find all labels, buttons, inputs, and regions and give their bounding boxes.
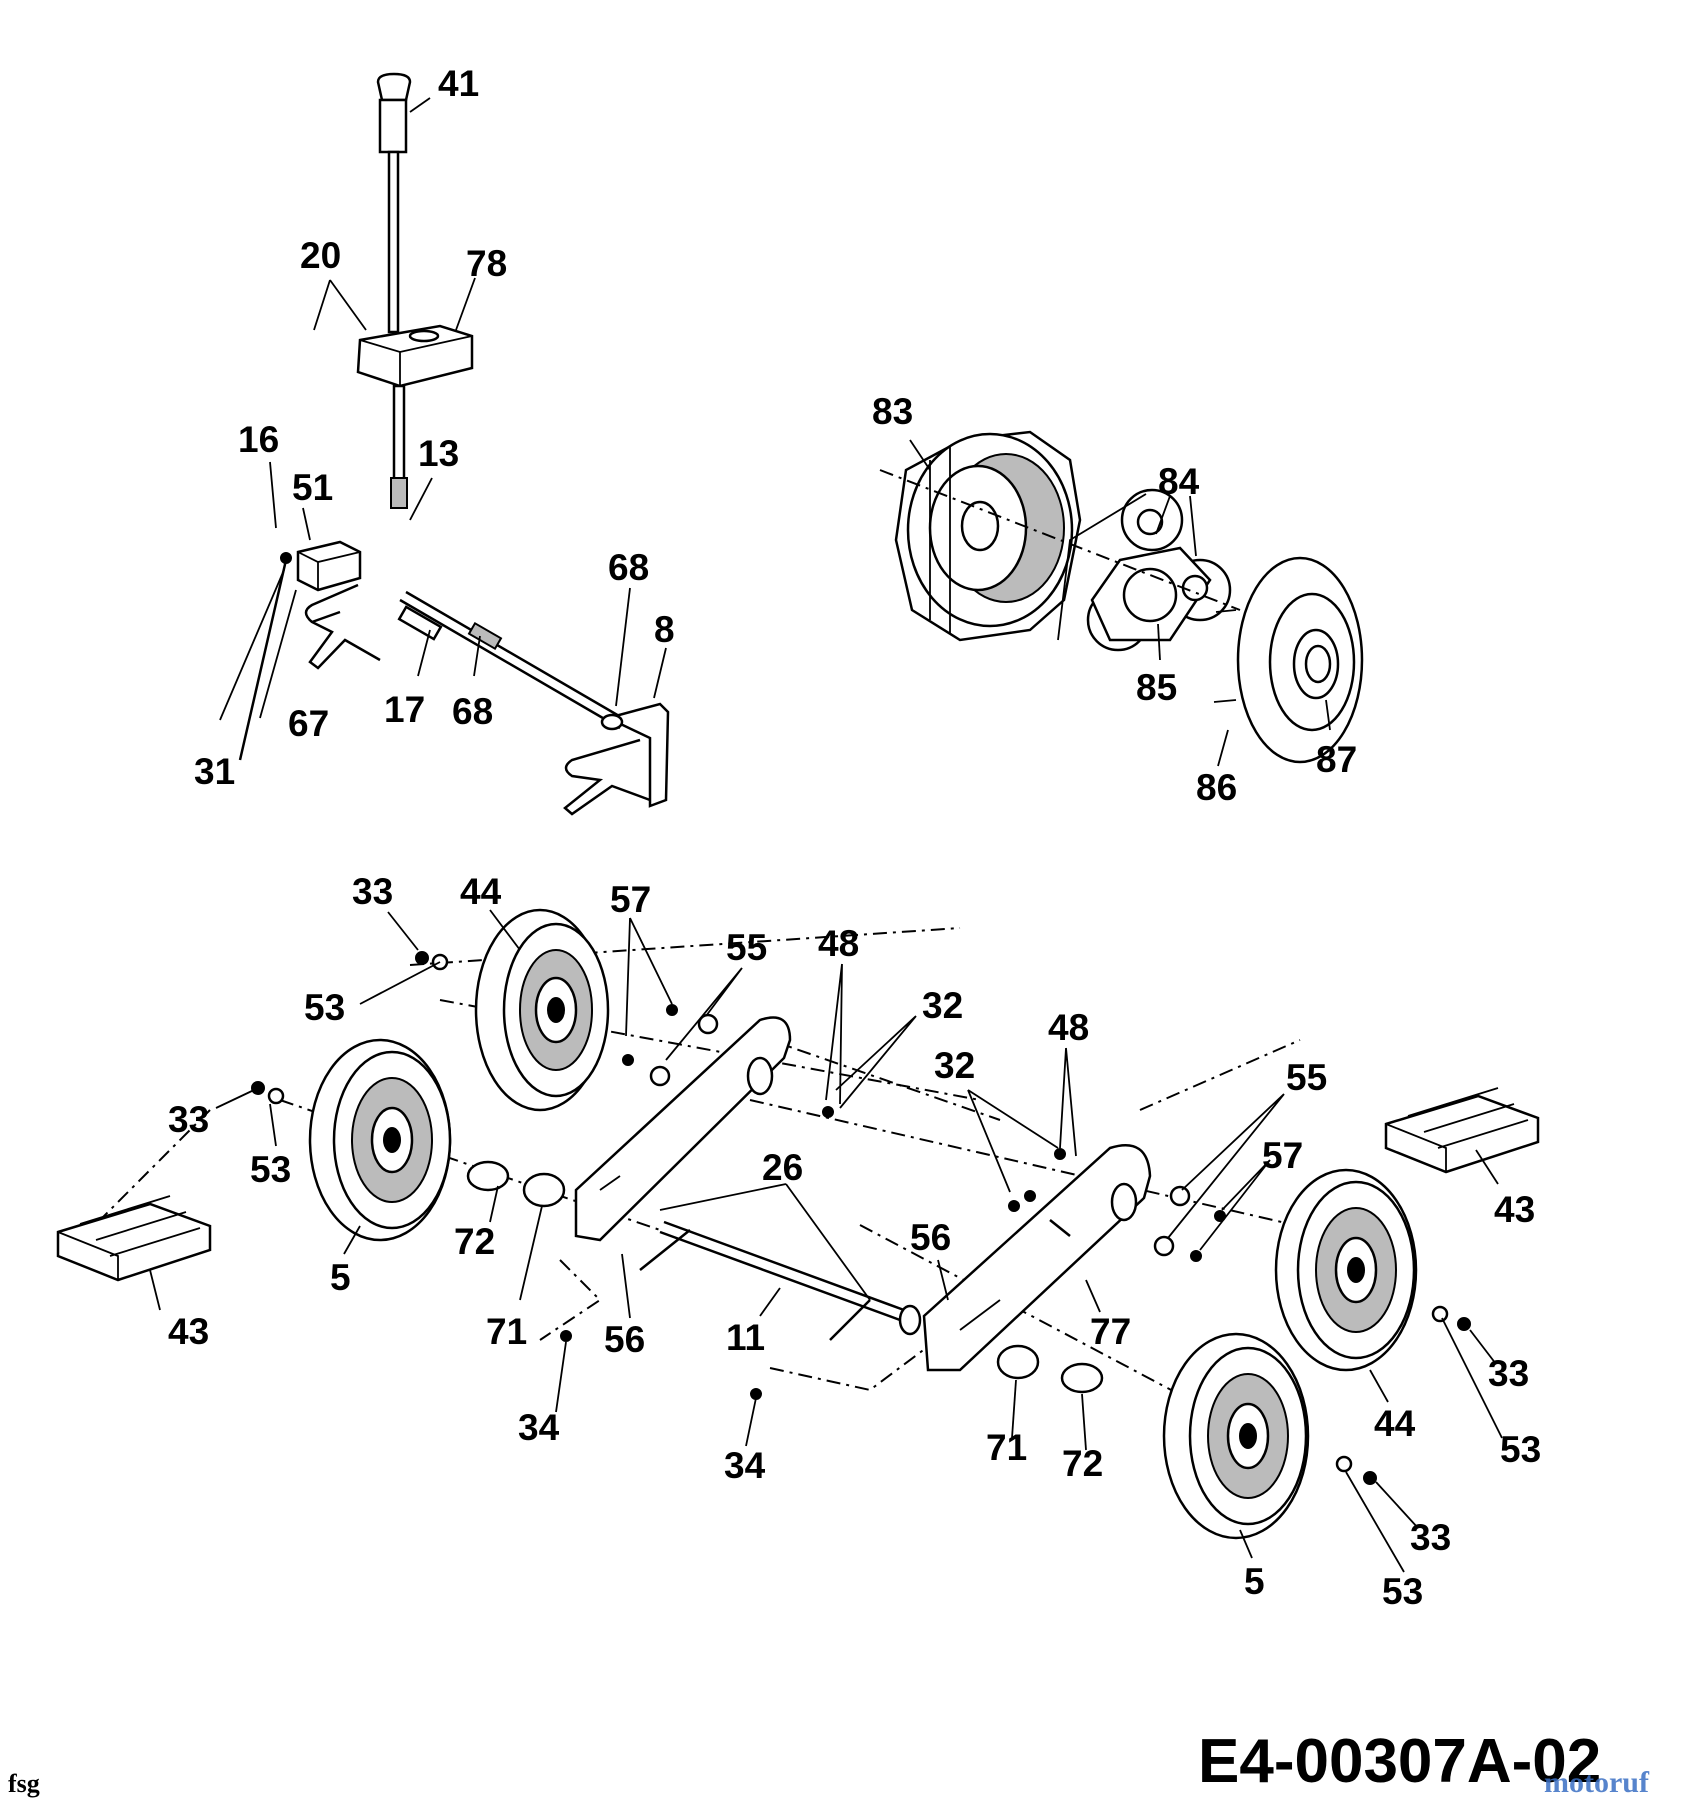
callout-53-a: 53	[304, 987, 345, 1028]
footer-initials: fsg	[8, 1769, 40, 1798]
callout-87: 87	[1316, 739, 1357, 780]
callout-32-a: 32	[922, 985, 963, 1026]
callout-33-b: 33	[168, 1099, 209, 1140]
callout-44-a: 44	[460, 871, 502, 912]
leader-lines-hub	[909, 439, 1331, 767]
spacers-right	[996, 1344, 1104, 1394]
callout-43-b: 43	[1494, 1189, 1535, 1230]
track-pad-43-right	[1384, 1087, 1540, 1174]
callout-33-d: 33	[1410, 1517, 1451, 1558]
drive-wheel-44-left	[474, 908, 610, 1112]
callout-53-d: 53	[1382, 1571, 1423, 1612]
callout-44-b: 44	[1374, 1403, 1416, 1444]
callout-72-a: 72	[454, 1221, 495, 1262]
side-plate-left	[574, 1016, 792, 1242]
side-plate-right	[922, 1143, 1152, 1372]
callout-51: 51	[292, 467, 333, 508]
callout-71-b: 71	[986, 1427, 1027, 1468]
callout-5-a: 5	[330, 1257, 351, 1298]
callout-26: 26	[762, 1147, 803, 1188]
callout-86: 86	[1196, 767, 1237, 808]
watermark-text: motoruf	[1544, 1766, 1650, 1799]
fasteners	[251, 951, 1471, 1485]
callout-20: 20	[300, 235, 341, 276]
drive-wheel-44-right	[1274, 1168, 1418, 1372]
callout-48-a: 48	[818, 923, 859, 964]
callout-78: 78	[466, 243, 507, 284]
callout-67: 67	[288, 703, 329, 744]
callout-71-a: 71	[486, 1311, 527, 1352]
callout-33-c: 33	[1488, 1353, 1529, 1394]
shift-lever-assembly	[238, 72, 670, 816]
callout-85: 85	[1136, 667, 1177, 708]
callout-55-a: 55	[726, 927, 767, 968]
hub-assembly	[879, 430, 1364, 764]
track-pad-43-left	[56, 1195, 212, 1282]
callout-68-upper: 68	[608, 547, 649, 588]
callout-77: 77	[1090, 1311, 1131, 1352]
callout-5-b: 5	[1244, 1561, 1265, 1602]
callout-32-b: 32	[934, 1045, 975, 1086]
callout-56-a: 56	[604, 1319, 645, 1360]
callout-17: 17	[384, 689, 425, 730]
callout-16: 16	[238, 419, 279, 460]
callout-labels: 41 20 78 16 51 13 68 8 31 67 17 68 83 84…	[168, 63, 1541, 1612]
callout-31: 31	[194, 751, 235, 792]
callout-34-a: 34	[518, 1407, 560, 1448]
callout-53-c: 53	[1500, 1429, 1541, 1470]
callout-34-b: 34	[724, 1445, 766, 1486]
callout-48-b: 48	[1048, 1007, 1089, 1048]
callout-57-b: 57	[1262, 1135, 1303, 1176]
drive-wheel-5-right	[1162, 1332, 1310, 1540]
callout-41: 41	[438, 63, 479, 104]
diagram-code: E4-00307A-02	[1198, 1727, 1601, 1796]
callout-57-a: 57	[610, 879, 651, 920]
callout-83: 83	[872, 391, 913, 432]
callout-43-a: 43	[168, 1311, 209, 1352]
spacers-left	[466, 1160, 572, 1342]
axle-11	[639, 1220, 922, 1341]
leader-lines-track	[149, 909, 1503, 1573]
watermark-logo: motoruf	[1544, 1766, 1650, 1799]
callout-33-a: 33	[352, 871, 393, 912]
callout-55-b: 55	[1286, 1057, 1327, 1098]
callout-56-b: 56	[910, 1217, 951, 1258]
callout-68-lower: 68	[452, 691, 493, 732]
callout-72-b: 72	[1062, 1443, 1103, 1484]
callout-11: 11	[726, 1317, 765, 1358]
callout-53-b: 53	[250, 1149, 291, 1190]
callout-84: 84	[1158, 461, 1200, 502]
callout-13: 13	[418, 433, 459, 474]
callout-8: 8	[654, 609, 675, 650]
leader-lines-shift	[219, 97, 667, 721]
drive-wheel-5-left	[308, 1038, 452, 1242]
